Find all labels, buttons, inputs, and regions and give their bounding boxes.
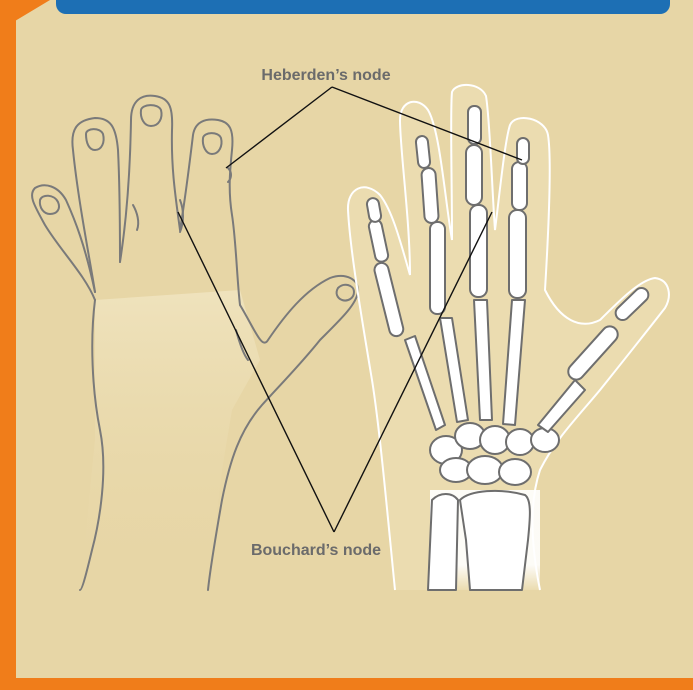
phalanx-middle-middle <box>466 145 482 205</box>
phalanx-index-middle <box>512 162 527 210</box>
header-bar <box>56 0 670 14</box>
phalanx-middle-distal <box>468 106 481 144</box>
phalanx-ring-middle <box>421 168 439 224</box>
phalanx-ring-distal <box>415 135 430 168</box>
left-frame-border <box>0 0 16 690</box>
carpal-bone-6 <box>467 456 503 484</box>
carpal-bone-4 <box>506 429 534 455</box>
carpal-bone-7 <box>499 459 531 485</box>
bouchard-node-label: Bouchard’s node <box>251 542 381 559</box>
carpal-bone-8 <box>531 428 559 452</box>
phalanx-ring-proximal <box>430 222 445 314</box>
heberden-node-label: Heberden’s node <box>261 67 390 84</box>
ulna-bone <box>428 494 458 590</box>
bottom-frame-border <box>0 678 693 690</box>
radius-bone <box>460 491 530 590</box>
phalanx-index-distal <box>517 138 529 164</box>
phalanx-index-proximal <box>509 210 526 298</box>
